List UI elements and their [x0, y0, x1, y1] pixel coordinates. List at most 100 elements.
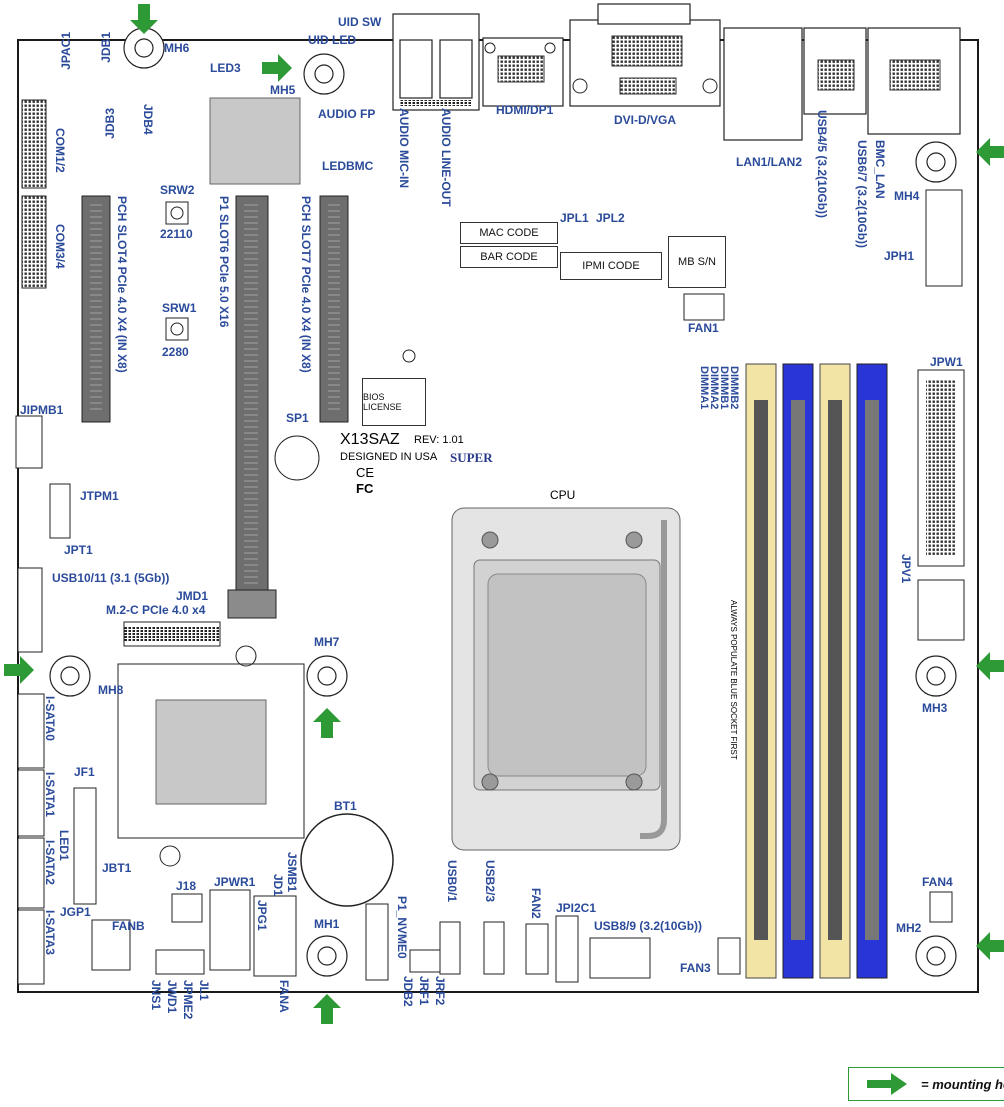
label-hdmi: HDMI/DP1	[496, 103, 554, 117]
arrow-icon	[4, 4, 1004, 1024]
label-jdb2: JDB2	[401, 976, 415, 1007]
label-usb23: USB2/3	[483, 860, 497, 903]
label-fan4: FAN4	[922, 875, 953, 889]
label-jdb4: JDB4	[141, 104, 155, 135]
label-jpme2: JPME2	[181, 980, 195, 1020]
ce-mark: CE	[356, 465, 375, 480]
label-mh6: MH6	[164, 41, 190, 55]
label-lan12: LAN1/LAN2	[736, 155, 803, 169]
mounting-holes	[49, 27, 957, 977]
label-slot7: PCH SLOT7 PCIe 4.0 X4 (IN X8)	[299, 196, 313, 373]
label-jipmb1: JIPMB1	[20, 403, 64, 417]
label-jpw1: JPW1	[930, 355, 963, 369]
label-com12: COM1/2	[53, 128, 67, 173]
label-fan3: FAN3	[680, 961, 711, 975]
label-fan1: FAN1	[688, 321, 719, 335]
label-dimma1: DIMMA1	[698, 366, 710, 410]
label-mh2: MH2	[896, 921, 922, 935]
com34-header	[21, 195, 47, 289]
label-usb67: USB6/7 (3.2(10Gb))	[855, 140, 869, 249]
label-led1: LED1	[57, 830, 71, 861]
label-dimmb1: DIMMB1	[718, 366, 730, 410]
label-fan2: FAN2	[529, 888, 543, 919]
label-srw1: SRW1	[162, 301, 197, 315]
label-audio-fp: AUDIO FP	[318, 107, 376, 121]
label-uid-led: UID LED	[308, 33, 356, 47]
label-jpv1: JPV1	[899, 554, 913, 584]
sata-ports	[17, 693, 45, 985]
label-bt1: BT1	[334, 799, 357, 813]
label-com34: COM3/4	[53, 224, 67, 269]
mb-sn-box: MB S/N	[668, 236, 726, 288]
io-panel	[392, 3, 961, 141]
legend-box: = mounting holes	[848, 1067, 1004, 1101]
label-jsmb1: JSMB1	[285, 852, 299, 893]
fc-mark: FC	[356, 481, 374, 496]
buzzer-sp1	[274, 435, 320, 481]
label-usb89: USB8/9 (3.2(10Gb))	[594, 919, 703, 933]
label-jl1: JL1	[197, 980, 211, 1001]
label-fanb: FANB	[112, 919, 145, 933]
srw1	[165, 317, 189, 341]
dimm-slots	[745, 363, 888, 979]
jph1-connector	[925, 189, 963, 287]
battery-bt1	[300, 813, 394, 907]
com12-header	[21, 99, 47, 189]
label-ledbmc: LEDBMC	[322, 159, 374, 173]
label-srw2: SRW2	[160, 183, 195, 197]
label-dvi: DVI-D/VGA	[614, 113, 677, 127]
jpv1-connector	[917, 579, 965, 641]
label-jgp1: JGP1	[60, 905, 91, 919]
label-mh4: MH4	[894, 189, 920, 203]
label-jwd1: JWD1	[165, 980, 179, 1014]
label-jpt1: JPT1	[64, 543, 93, 557]
label-jns1: JNS1	[149, 980, 163, 1011]
label-mh5: MH5	[270, 83, 296, 97]
label-isata3: I-SATA3	[43, 910, 57, 955]
label-jpac1: JPAC1	[59, 32, 73, 70]
label-mh1: MH1	[314, 917, 340, 931]
label-srw1-size: 2280	[162, 345, 189, 359]
label-audio-mic: AUDIO MIC-IN	[397, 108, 411, 188]
label-nvme0: P1_NVME0	[395, 896, 409, 959]
label-jdb3: JDB3	[103, 108, 117, 139]
label-srw2-size: 22110	[160, 227, 193, 241]
label-bmc-lan: BMC_LAN	[873, 140, 887, 199]
label-audio-line: AUDIO LINE-OUT	[439, 108, 453, 207]
label-fana: FANA	[277, 980, 291, 1013]
arrow-icon	[867, 1073, 907, 1095]
label-jpg1: JPG1	[255, 900, 269, 931]
label-dimma2: DIMMA2	[708, 366, 720, 410]
label-uid-sw: UID SW	[338, 15, 382, 29]
board-revision: REV: 1.01	[414, 434, 464, 446]
cpu-label: CPU	[550, 488, 576, 502]
label-isata1: I-SATA1	[43, 772, 57, 817]
label-usb45: USB4/5 (3.2(10Gb))	[815, 110, 829, 219]
label-jdb1: JDB1	[99, 32, 113, 63]
bar-code-box: BAR CODE	[460, 246, 558, 268]
label-j18: J18	[176, 879, 197, 893]
label-jpi2c1: JPI2C1	[556, 901, 597, 915]
bios-license-box: BIOS LICENSE	[362, 378, 426, 426]
label-usb01: USB0/1	[445, 860, 459, 903]
mac-code-box: MAC CODE	[460, 222, 558, 244]
label-slot6: P1 SLOT6 PCIe 5.0 X16	[217, 196, 231, 328]
label-slot4: PCH SLOT4 PCIe 4.0 X4 (IN X8)	[115, 196, 129, 373]
label-sp1: SP1	[286, 411, 309, 425]
legend-text: = mounting holes	[921, 1077, 1004, 1092]
label-jpwr1: JPWR1	[214, 875, 256, 889]
cpu-socket	[451, 507, 681, 851]
label-usb1011: USB10/11 (3.1 (5Gb))	[52, 571, 170, 585]
label-jd1: JD1	[271, 874, 285, 897]
brand-logo: SUPER	[450, 450, 493, 465]
label-isata0: I-SATA0	[43, 696, 57, 741]
board-origin: DESIGNED IN USA	[340, 451, 438, 463]
label-isata2: I-SATA2	[43, 840, 57, 885]
ipmi-code-box: IPMI CODE	[560, 252, 662, 280]
label-jpl2: JPL2	[596, 211, 625, 225]
label-jf1: JF1	[74, 765, 95, 779]
bmc-chip	[209, 97, 301, 185]
label-mh8: MH8	[98, 683, 124, 697]
label-jrf1: JRF1	[417, 976, 431, 1006]
